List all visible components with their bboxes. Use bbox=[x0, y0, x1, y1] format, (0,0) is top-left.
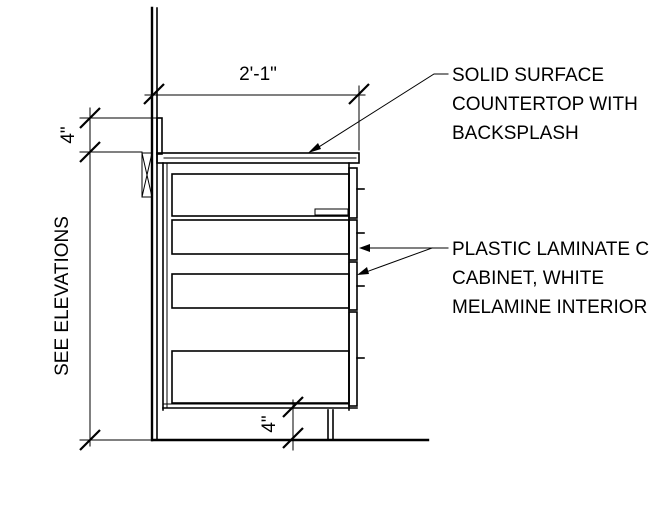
pullout-shelf bbox=[314, 208, 349, 216]
countertop-note-line-2: COUNTERTOP WITH bbox=[452, 94, 638, 115]
drawer-3 bbox=[171, 273, 350, 309]
overall-height-label: SEE ELEVATIONS bbox=[52, 216, 73, 376]
toe-kick bbox=[327, 409, 334, 441]
drawer-4 bbox=[171, 350, 350, 404]
cabinet-note: PLASTIC LAMINATE C CABINET, WHITE MELAMI… bbox=[357, 239, 649, 318]
drawer-pulls bbox=[356, 188, 365, 359]
countertop-note: SOLID SURFACE COUNTERTOP WITH BACKSPLASH bbox=[308, 65, 638, 153]
cabinet-note-line-1: PLASTIC LAMINATE C bbox=[452, 239, 649, 260]
drawers bbox=[171, 173, 350, 404]
drawer-2 bbox=[171, 219, 350, 255]
backsplash-dimension: 4" bbox=[58, 107, 161, 163]
backsplash bbox=[156, 117, 163, 155]
cabinet-box bbox=[162, 162, 358, 411]
drawer-fronts bbox=[348, 167, 358, 407]
countertop-note-line-3: BACKSPLASH bbox=[452, 123, 579, 144]
width-dimension-label: 2'-1" bbox=[239, 64, 277, 85]
cabinet-note-line-2: CABINET, WHITE bbox=[452, 268, 604, 289]
wall bbox=[150, 6, 158, 442]
toe-kick-dimension-label: 4" bbox=[259, 415, 280, 432]
wall-blocking bbox=[141, 152, 153, 198]
overall-height-dimension: SEE ELEVATIONS bbox=[52, 151, 151, 451]
toe-kick-dimension: 4" bbox=[259, 396, 304, 451]
width-dimension: 2'-1" bbox=[143, 64, 370, 151]
countertop-note-line-1: SOLID SURFACE bbox=[452, 65, 604, 86]
cabinet-note-line-3: MELAMINE INTERIOR bbox=[452, 297, 647, 318]
drawer-1 bbox=[171, 173, 350, 217]
backsplash-dimension-label: 4" bbox=[58, 126, 79, 143]
countertop bbox=[156, 152, 360, 164]
